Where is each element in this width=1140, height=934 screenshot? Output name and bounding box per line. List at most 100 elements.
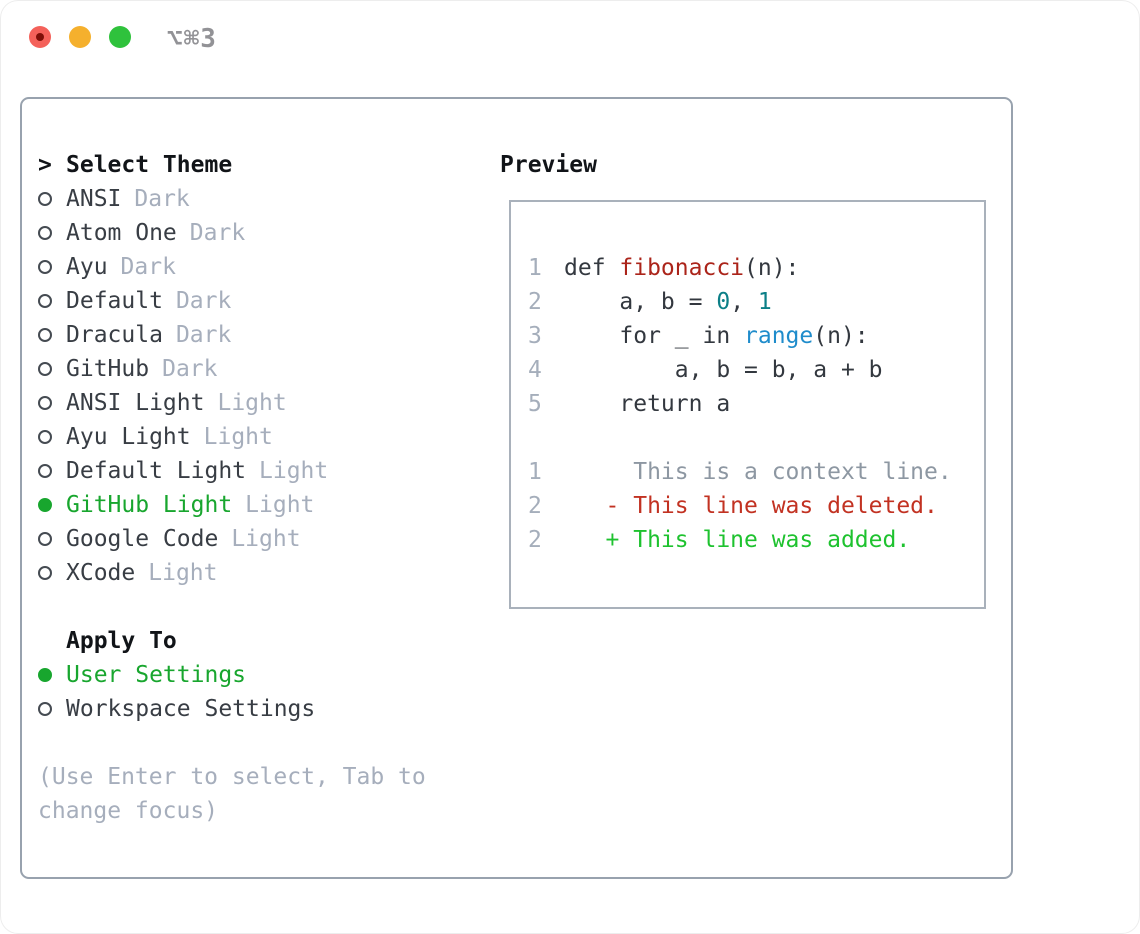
preview-title: Preview <box>500 152 597 178</box>
code-segment-code: for _ in <box>564 323 745 349</box>
preview-line-7: 1 This is a context line. <box>528 455 984 489</box>
hint-line-1: (Use Enter to select, Tab to <box>38 764 426 790</box>
code-segment-num: 0 <box>716 289 731 315</box>
radio-icon <box>38 260 52 274</box>
theme-name: Google Code <box>66 526 219 552</box>
theme-name: Default Light <box>66 458 247 484</box>
line-number: 4 <box>528 357 542 383</box>
code-segment-builtin: range <box>744 323 814 349</box>
hint-text: (Use Enter to select, Tab to change focu… <box>38 760 426 828</box>
theme-name: XCode <box>66 560 136 586</box>
theme-variant: Light <box>203 424 273 450</box>
line-number: 3 <box>528 323 542 349</box>
select-theme-title: Select Theme <box>66 152 233 178</box>
theme-name: ANSI <box>66 186 122 212</box>
code-segment-added: + This line was added. <box>564 527 911 553</box>
theme-name: ANSI Light <box>66 390 205 416</box>
preview-line-2: 2 a, b = 0, 1 <box>528 285 984 319</box>
radio-icon <box>38 532 52 546</box>
preview-line-8: 2 - This line was deleted. <box>528 489 984 523</box>
radio-selected-icon <box>38 498 52 512</box>
radio-icon <box>38 192 52 206</box>
apply-option-label: User Settings <box>66 662 247 688</box>
theme-variant: Dark <box>134 186 190 212</box>
theme-variant: Light <box>217 390 287 416</box>
theme-item-default[interactable]: Default Dark <box>38 284 328 318</box>
theme-item-ayu-light[interactable]: Ayu Light Light <box>38 420 328 454</box>
close-button[interactable] <box>29 26 51 48</box>
theme-name: Atom One <box>66 220 177 246</box>
hint-line-2: change focus) <box>38 798 219 824</box>
select-theme-header: > Select Theme <box>38 148 328 182</box>
radio-icon <box>38 566 52 580</box>
radio-icon <box>38 430 52 444</box>
radio-icon <box>38 328 52 342</box>
titlebar: ⌥⌘3 <box>0 0 1140 75</box>
theme-name: Ayu Light <box>66 424 191 450</box>
theme-variant: Dark <box>120 254 176 280</box>
theme-item-github[interactable]: GitHub Dark <box>38 352 328 386</box>
line-number: 2 <box>528 289 542 315</box>
code-segment-context: This is a context line. <box>564 459 952 485</box>
theme-name: Ayu <box>66 254 108 280</box>
theme-variant: Dark <box>162 356 218 382</box>
preview-line-3: 3 for _ in range(n): <box>528 319 984 353</box>
code-segment-code: , <box>730 289 758 315</box>
line-number: 5 <box>528 391 542 417</box>
theme-variant: Light <box>231 526 301 552</box>
apply-to-title: Apply To <box>66 628 177 654</box>
code-segment-code: a, b = b, a + b <box>564 357 883 383</box>
theme-name: Dracula <box>66 322 163 348</box>
radio-icon <box>38 226 52 240</box>
preview-line-4: 4 a, b = b, a + b <box>528 353 984 387</box>
radio-icon <box>38 294 52 308</box>
radio-icon <box>38 702 52 716</box>
preview-line-9: 2 + This line was added. <box>528 523 984 557</box>
theme-variant: Light <box>245 492 315 518</box>
line-number: 1 <box>528 459 542 485</box>
radio-selected-icon <box>38 668 52 682</box>
radio-icon <box>38 362 52 376</box>
line-number: 1 <box>528 255 542 281</box>
theme-name: Default <box>66 288 163 314</box>
line-number: 2 <box>528 527 542 553</box>
theme-item-google-code[interactable]: Google Code Light <box>38 522 328 556</box>
theme-variant: Dark <box>175 288 232 314</box>
theme-item-ayu[interactable]: Ayu Dark <box>38 250 328 284</box>
code-segment-code: (n): <box>813 323 869 349</box>
preview-line-5: 5 return a <box>528 387 984 421</box>
apply-to-header: Apply To <box>38 624 315 658</box>
window-shortcut-label: ⌥⌘3 <box>167 24 217 54</box>
code-segment-code: a, b = <box>564 289 717 315</box>
theme-variant: Light <box>148 560 218 586</box>
prompt-arrow-icon: > <box>38 152 52 178</box>
line-number: 2 <box>528 493 542 519</box>
code-segment-code: (n): <box>744 255 800 281</box>
zoom-button[interactable] <box>109 26 131 48</box>
theme-item-xcode[interactable]: XCode Light <box>38 556 328 590</box>
theme-item-ansi[interactable]: ANSI Dark <box>38 182 328 216</box>
theme-item-ansi-light[interactable]: ANSI Light Light <box>38 386 328 420</box>
code-segment-num: 1 <box>757 289 772 315</box>
theme-item-atom-one[interactable]: Atom One Dark <box>38 216 328 250</box>
theme-name: GitHub <box>66 356 150 382</box>
minimize-button[interactable] <box>69 26 91 48</box>
apply-option-user-settings[interactable]: User Settings <box>38 658 315 692</box>
code-segment-fn: fibonacci <box>619 255 745 281</box>
preview-line-6 <box>528 421 984 455</box>
apply-option-workspace-settings[interactable]: Workspace Settings <box>38 692 315 726</box>
radio-icon <box>38 396 52 410</box>
theme-variant: Dark <box>189 220 246 246</box>
apply-option-label: Workspace Settings <box>66 696 316 722</box>
